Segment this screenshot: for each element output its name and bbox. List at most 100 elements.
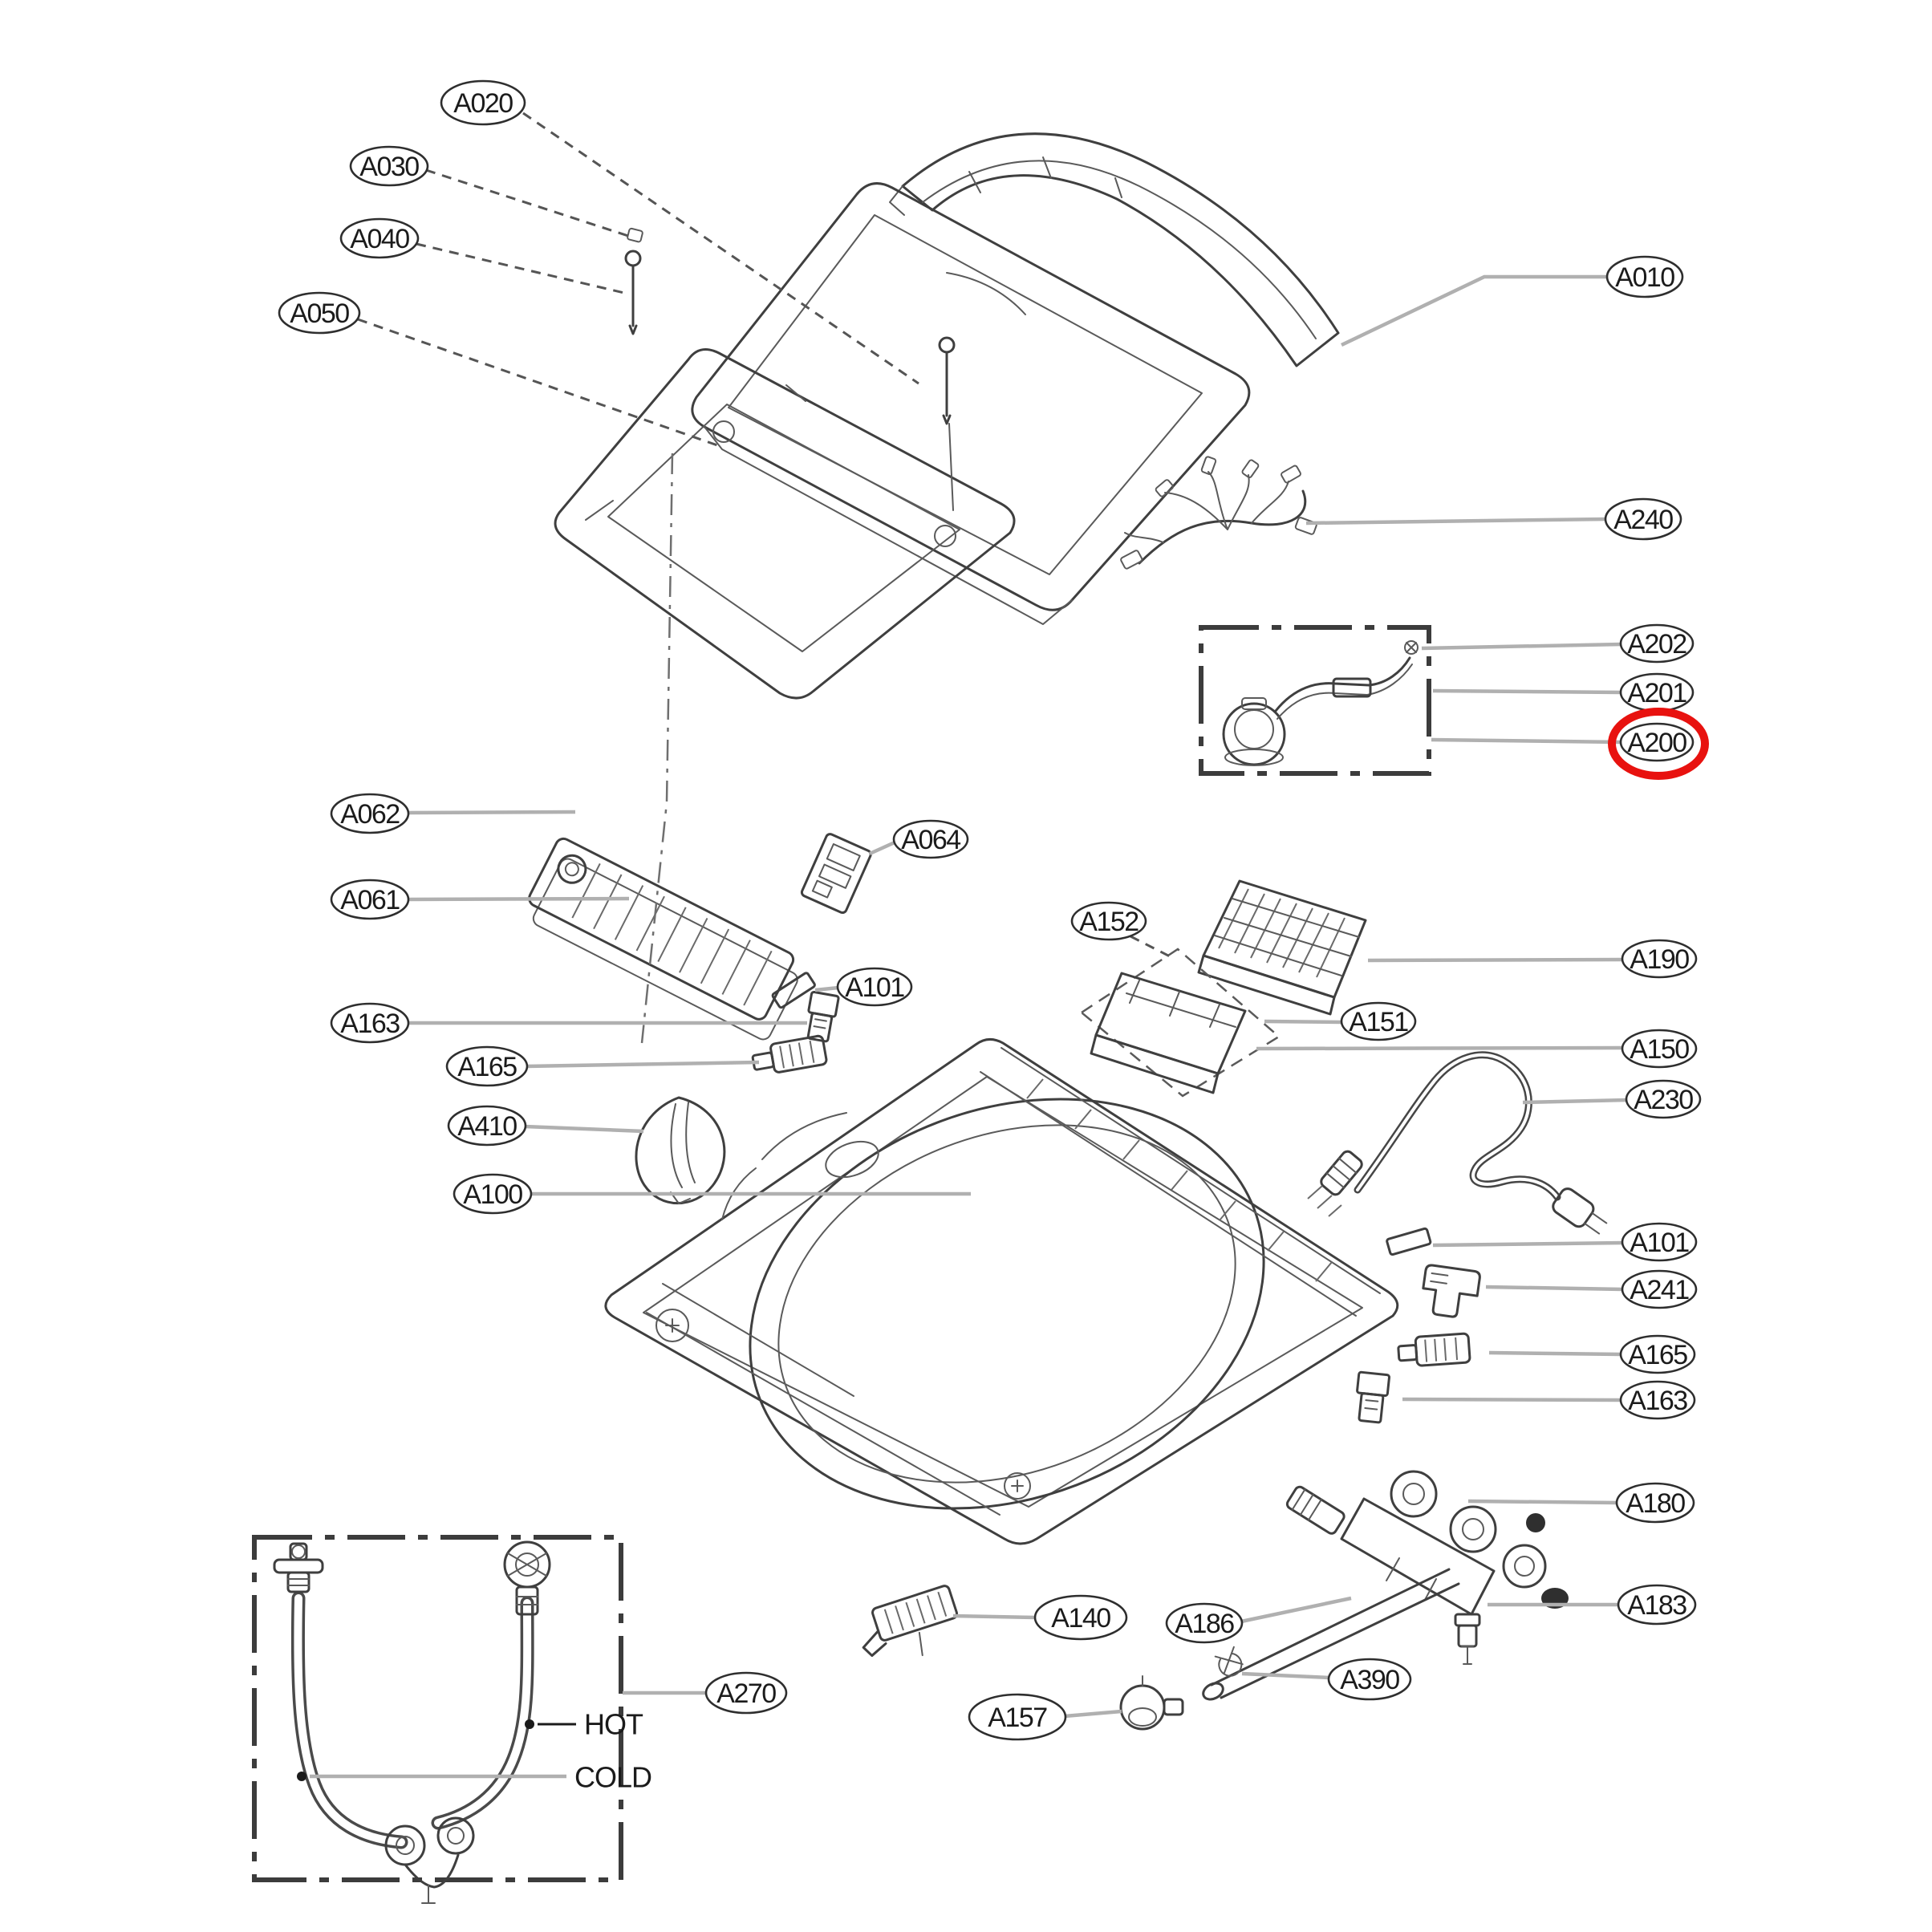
part-label-text-A030: A030	[359, 152, 419, 182]
leader-A240	[1305, 517, 1607, 526]
top-back-panel-art	[889, 132, 1340, 367]
part-label-text-A270: A270	[716, 1678, 776, 1709]
leader-A101	[814, 985, 839, 992]
part-label-A241: A241	[1621, 1269, 1698, 1309]
part-label-A101: A101	[1621, 1222, 1698, 1262]
leader-A165	[1488, 1350, 1622, 1357]
power-cord-art	[1307, 1051, 1608, 1235]
connector-a241-art	[1422, 1264, 1481, 1318]
part-label-A410: A410	[447, 1105, 527, 1147]
leader-A202	[1421, 642, 1622, 651]
part-label-A390: A390	[1327, 1658, 1412, 1701]
leader-A180	[1467, 1499, 1618, 1505]
part-label-A064: A064	[892, 819, 969, 859]
leader-A230	[1522, 1098, 1628, 1105]
part-label-A010: A010	[1605, 255, 1684, 298]
part-label-text-A180: A180	[1626, 1488, 1685, 1519]
part-label-A150: A150	[1621, 1029, 1698, 1069]
hose-annotation-cold: COLD	[297, 1761, 652, 1794]
part-label-text-A190: A190	[1630, 944, 1689, 975]
leader-A241	[1485, 1285, 1624, 1292]
part-label-A101: A101	[836, 967, 913, 1007]
part-label-A183: A183	[1617, 1584, 1697, 1626]
leader-A062	[407, 810, 576, 815]
part-label-text-A101: A101	[845, 972, 904, 1003]
part-label-A201: A201	[1619, 672, 1695, 712]
part-label-text-A040: A040	[350, 224, 409, 254]
inlet-hose-box-art	[252, 1535, 623, 1904]
dispenser-basket-art	[1197, 879, 1367, 1016]
leader-A410	[524, 1124, 644, 1134]
part-label-text-A200: A200	[1627, 728, 1686, 758]
part-label-text-A241: A241	[1630, 1275, 1689, 1305]
part-label-A062: A062	[330, 793, 410, 834]
part-label-A151: A151	[1340, 1001, 1417, 1041]
leader-A157	[1064, 1709, 1122, 1719]
part-label-A100: A100	[453, 1173, 533, 1215]
top-frame-art	[604, 1038, 1399, 1545]
part-label-text-A157: A157	[988, 1703, 1047, 1733]
wire-harness-art	[1120, 456, 1317, 570]
part-label-text-A165: A165	[1628, 1340, 1687, 1370]
part-label-text-A140: A140	[1051, 1603, 1110, 1634]
switch-a163-left-art	[806, 990, 840, 1043]
part-label-text-A230: A230	[1634, 1085, 1693, 1115]
part-label-A165: A165	[445, 1045, 529, 1087]
part-label-text-A163: A163	[340, 1009, 400, 1039]
part-label-A140: A140	[1033, 1594, 1128, 1641]
leader-A140	[952, 1613, 1037, 1620]
leader-A150	[1256, 1045, 1624, 1051]
part-label-text-A101: A101	[1630, 1228, 1689, 1258]
part-label-text-A240: A240	[1613, 505, 1673, 535]
part-label-A030: A030	[349, 145, 429, 187]
hose-annotation-hot: HOT	[525, 1708, 644, 1741]
leader-A390	[1241, 1671, 1330, 1680]
part-label-text-A390: A390	[1340, 1665, 1399, 1695]
part-label-text-A010: A010	[1615, 262, 1674, 293]
part-label-text-A100: A100	[463, 1179, 522, 1210]
clip-a101-left-art	[771, 972, 816, 1009]
part-label-text-A201: A201	[1627, 678, 1686, 708]
part-label-A163: A163	[1619, 1380, 1696, 1420]
hose-annotation-text: COLD	[574, 1761, 651, 1794]
leader-A151	[1264, 1019, 1343, 1025]
part-label-text-A152: A152	[1079, 907, 1138, 937]
part-label-text-A020: A020	[453, 88, 513, 119]
part-label-A190: A190	[1621, 939, 1698, 979]
clip-a101-right-art	[1386, 1227, 1432, 1256]
lid-art	[691, 182, 1251, 625]
hose-connector-right	[503, 1540, 551, 1616]
part-label-A040: A040	[339, 217, 420, 259]
leader-lines	[357, 112, 1628, 1719]
leader-A165	[526, 1060, 760, 1069]
part-label-text-A163: A163	[1628, 1386, 1687, 1416]
leader-A200	[1431, 737, 1622, 745]
part-label-A165: A165	[1619, 1334, 1696, 1374]
cap-a410-art	[635, 1096, 726, 1204]
alignment-line	[640, 453, 674, 1044]
hose-connector-left	[273, 1542, 324, 1593]
switch-a163-right-art	[1356, 1370, 1390, 1424]
part-label-A240: A240	[1604, 497, 1682, 541]
fill-tube-art	[1202, 1568, 1460, 1701]
pressure-switch-box-art	[1199, 625, 1431, 776]
part-labels: A020A030A040A050A010A240A202A201A200A062…	[278, 79, 1709, 1741]
part-label-text-A150: A150	[1630, 1034, 1689, 1065]
part-label-A186: A186	[1165, 1602, 1244, 1644]
leader-A050	[357, 318, 720, 448]
part-label-A230: A230	[1625, 1079, 1702, 1119]
part-label-text-A062: A062	[340, 799, 400, 830]
bracket-a140-art	[862, 1585, 959, 1658]
leader-A152	[1130, 935, 1171, 958]
part-label-text-A183: A183	[1627, 1590, 1686, 1621]
leader-A010	[1341, 274, 1608, 347]
grommet-a157-art	[1119, 1675, 1184, 1731]
sensor-a165-right-art	[1397, 1332, 1471, 1367]
part-label-text-A064: A064	[901, 825, 960, 855]
clip-and-pin-art	[624, 227, 956, 511]
part-label-A061: A061	[330, 879, 410, 920]
sensor-a165-left-art	[751, 1034, 828, 1074]
control-panel-art	[528, 837, 798, 1041]
